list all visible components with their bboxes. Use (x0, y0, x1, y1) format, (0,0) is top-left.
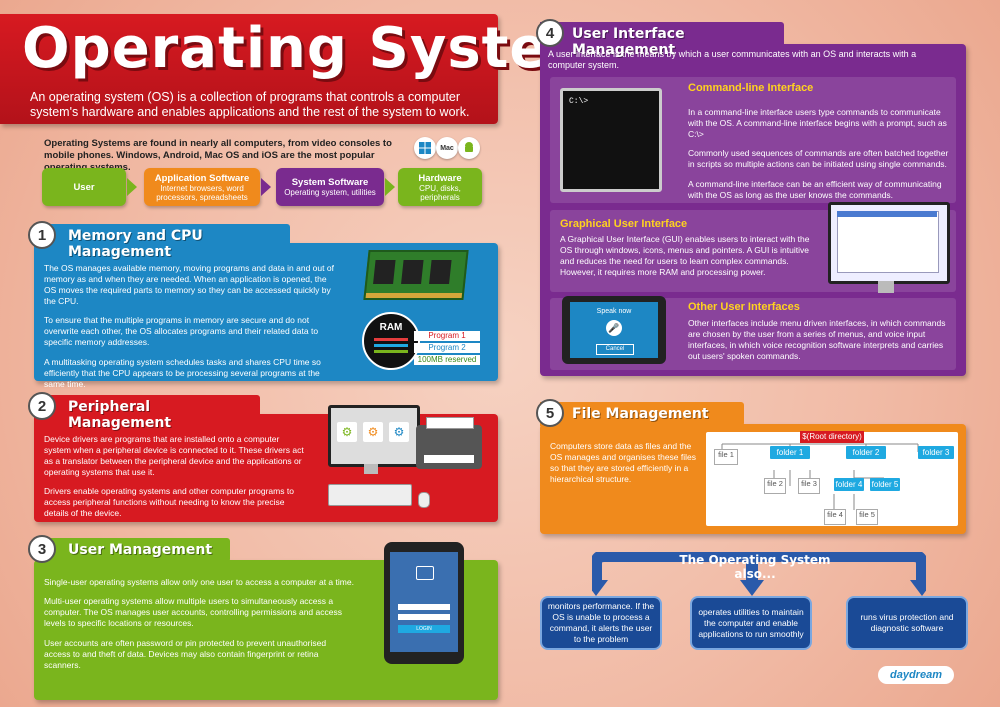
daydream-logo: daydream (878, 666, 954, 684)
ram-chip-image (363, 250, 469, 300)
android-logo-icon (458, 137, 480, 159)
flow-arrow-icon (261, 178, 271, 196)
gui-heading: Graphical User Interface (560, 218, 688, 230)
user-section-title: User Management (36, 538, 230, 562)
also-title: The Operating System also... (679, 553, 831, 581)
microphone-icon: 🎤 (606, 320, 622, 336)
monitor-stand (364, 464, 378, 474)
also-item-2: operates utilities to maintain the compu… (690, 596, 812, 650)
tree-folder-1: folder 1 (770, 446, 810, 459)
tree-folder-2: folder 2 (846, 446, 886, 459)
section-number-3: 3 (28, 535, 56, 563)
tree-file-4: file 4 (824, 509, 846, 525)
section-number-4: 4 (536, 19, 564, 47)
flow-arrow-icon (385, 178, 395, 196)
file-section-title: File Management (540, 402, 744, 426)
section-number-1: 1 (28, 221, 56, 249)
windows-logo-icon (414, 137, 436, 159)
gui-body: A Graphical User Interface (GUI) enables… (560, 234, 810, 277)
ui-intro: A user interface is the means by which a… (548, 49, 917, 70)
also-item-1: monitors performance. If the OS is unabl… (540, 596, 662, 650)
cli-prompt: C:\> (569, 97, 589, 106)
file-body: Computers store data as files and the OS… (550, 441, 697, 484)
section-number-5: 5 (536, 399, 564, 427)
ui-section-title: User Interface Management (540, 22, 784, 62)
user-body: Single-user operating systems allow only… (44, 576, 354, 670)
tree-folder-4: folder 4 (834, 478, 864, 491)
ram-program-1: Program 1 (414, 331, 480, 341)
memory-section-title: Memory and CPU Management (36, 224, 290, 264)
ram-magnifier: RAM (362, 312, 420, 370)
cancel-label: Cancel (596, 344, 634, 355)
title-banner (0, 14, 498, 124)
ram-label: RAM (379, 322, 403, 333)
flow-arrow-icon (127, 178, 137, 196)
speak-now-label: Speak now (596, 308, 632, 315)
memory-body: The OS manages available memory, moving … (44, 262, 334, 389)
section-number-2: 2 (28, 392, 56, 420)
also-item-3: runs virus protection and diagnostic sof… (846, 596, 968, 650)
mouse-image (418, 492, 430, 508)
ram-reserved: 100MB reserved (414, 355, 480, 365)
peripheral-section-title: Peripheral Management (36, 395, 260, 435)
gui-monitor-image (828, 202, 950, 284)
peripheral-body: Device drivers are programs that are ins… (44, 433, 304, 519)
cli-body: In a command-line interface users type c… (688, 106, 949, 200)
mac-logo-icon: Mac (436, 137, 458, 159)
printer-image (416, 417, 482, 469)
tablet-login-image: LOGIN (384, 542, 464, 664)
voice-tablet-image: Speak now 🎤 Cancel (562, 296, 666, 364)
also-arrows (592, 552, 926, 596)
other-heading: Other User Interfaces (688, 301, 800, 313)
cli-heading: Command-line Interface (688, 82, 814, 94)
cli-monitor-image: C:\> (560, 88, 662, 192)
found-text: Operating Systems are found in nearly al… (44, 138, 392, 173)
root-directory: $(Root directory) (800, 431, 864, 443)
login-button: LOGIN (398, 625, 450, 633)
gui-monitor-stand (878, 281, 894, 293)
tree-file-1: file 1 (714, 449, 738, 465)
tree-folder-5: folder 5 (870, 478, 900, 491)
other-body: Other interfaces include menu driven int… (688, 318, 946, 361)
keyboard-image (328, 484, 412, 506)
tree-folder-3: folder 3 (918, 446, 954, 459)
tree-file-2: file 2 (764, 478, 786, 494)
computer-monitor-image: ⚙ ⚙ ⚙ (328, 405, 420, 467)
intro-text: An operating system (OS) is a collection… (30, 90, 470, 119)
tree-file-5: file 5 (856, 509, 878, 525)
ram-program-2: Program 2 (414, 343, 480, 353)
tree-file-3: file 3 (798, 478, 820, 494)
flow-user: User (42, 168, 126, 206)
